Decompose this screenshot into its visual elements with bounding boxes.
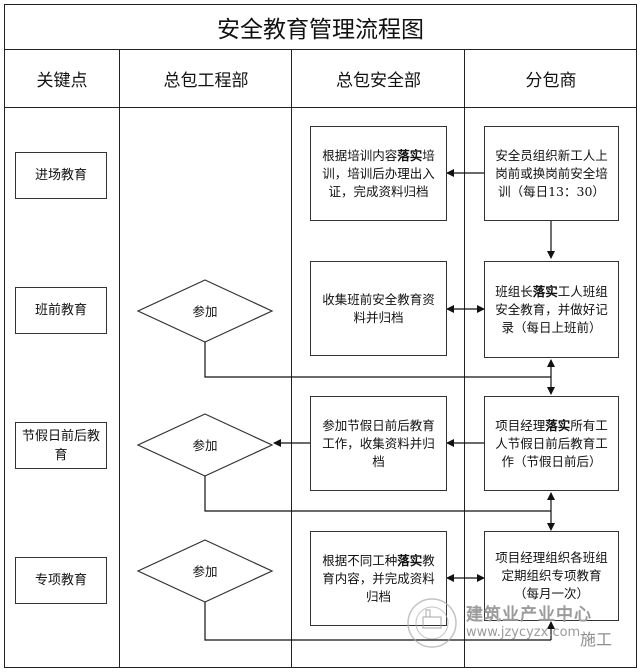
column-divider (291, 50, 292, 668)
key-point-pre-shift: 班前教育 (15, 287, 107, 334)
loop-diamond2-to-sub (204, 476, 551, 512)
safety-box-holiday: 参加节假日前后教育工作，收集资料并归档 (310, 396, 447, 491)
safety-box-holiday-text: 参加节假日前后教育工作，收集资料并归档 (322, 417, 435, 469)
sub-box-holiday: 项目经理落实所有工人节假日前后教育工作（节假日前后） (484, 396, 619, 491)
diagram-title: 安全教育管理流程图 (4, 4, 637, 50)
column-divider (464, 50, 465, 668)
sub-box-entry: 安全员组织新工人上岗前或换岗前安全培训（每日13：30） (484, 126, 619, 221)
safety-box-special: 根据不同工种落实教育内容，并完成资料归档 (310, 531, 447, 626)
sub-box-entry-text: 安全员组织新工人上岗前或换岗前安全培训（每日13：30） (495, 147, 608, 199)
safety-box-pre-shift: 收集班前安全教育资料并归档 (310, 261, 447, 356)
diamond-label-2: 参加 (192, 437, 218, 453)
safety-box-pre-shift-text: 收集班前安全教育资料并归档 (322, 291, 435, 325)
loop-diamond1-to-sub (204, 342, 551, 378)
watermark-url: www.jzycyzx.com (466, 625, 581, 640)
sub-box-pre-shift-text: 班组长落实工人班组安全教育，并做好记录（每日上班前） (495, 283, 608, 335)
watermark-brand: 施工 (580, 630, 613, 649)
diamond-label-1: 参加 (192, 303, 218, 319)
safety-box-special-text: 根据不同工种落实教育内容，并完成资料归档 (322, 552, 435, 604)
safety-box-entry: 根据培训内容落实培训，培训后办理出入证，完成资料归档 (310, 126, 447, 221)
safety-box-entry-text: 根据培训内容落实培训，培训后办理出入证，完成资料归档 (322, 147, 435, 199)
diamond-label-3: 参加 (192, 563, 218, 579)
column-header-engineering: 总包工程部 (120, 50, 292, 108)
key-point-holiday: 节假日前后教育 (15, 422, 107, 469)
column-header-key-points: 关键点 (4, 50, 120, 108)
sub-box-pre-shift: 班组长落实工人班组安全教育，并做好记录（每日上班前） (484, 261, 619, 358)
key-point-entry: 进场教育 (15, 152, 107, 199)
watermark-name: 建筑业产业中心 (466, 605, 592, 625)
sub-box-special-text: 项目经理组织各班组定期组织专项教育（每月一次） (495, 550, 608, 601)
sub-box-special: 项目经理组织各班组定期组织专项教育（每月一次） (484, 531, 619, 621)
key-point-special: 专项教育 (15, 557, 107, 604)
column-header-subcontractor: 分包商 (465, 50, 637, 108)
column-header-safety: 总包安全部 (292, 50, 465, 108)
diagram-frame (4, 4, 637, 668)
column-divider (119, 50, 120, 668)
sub-box-holiday-text: 项目经理落实所有工人节假日前后教育工作（节假日前后） (495, 417, 608, 469)
